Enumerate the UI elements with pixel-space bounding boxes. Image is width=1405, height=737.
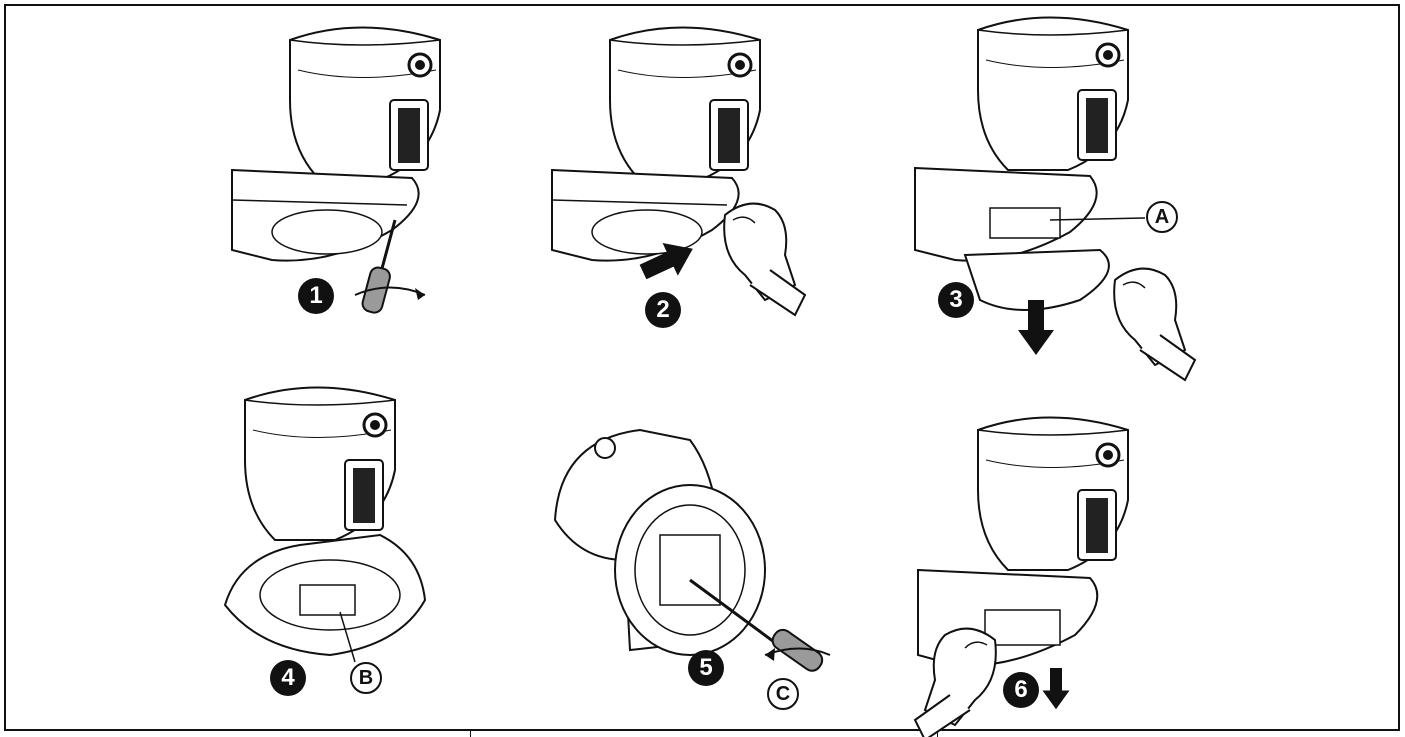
step-3-illustration [914, 16, 1196, 381]
step-1-marker: 1 [298, 278, 334, 314]
step-3-marker: 3 [938, 282, 974, 318]
step-2-marker: 2 [645, 292, 681, 328]
step-4-marker: 4 [270, 660, 306, 696]
step-1-illustration [231, 26, 442, 316]
column-divider-right [937, 731, 938, 737]
column-divider-left [470, 731, 471, 737]
step-6-marker: 6 [1003, 672, 1039, 708]
step-2-illustration [551, 26, 806, 316]
callout-c: C [767, 678, 799, 710]
callout-b: B [350, 662, 382, 694]
step-6-illustration [914, 416, 1130, 737]
step-5-illustration [553, 428, 831, 672]
step-5-marker: 5 [688, 650, 724, 686]
figure-frame [4, 4, 1400, 731]
step-4-illustration [223, 386, 427, 663]
callout-a: A [1146, 201, 1178, 233]
